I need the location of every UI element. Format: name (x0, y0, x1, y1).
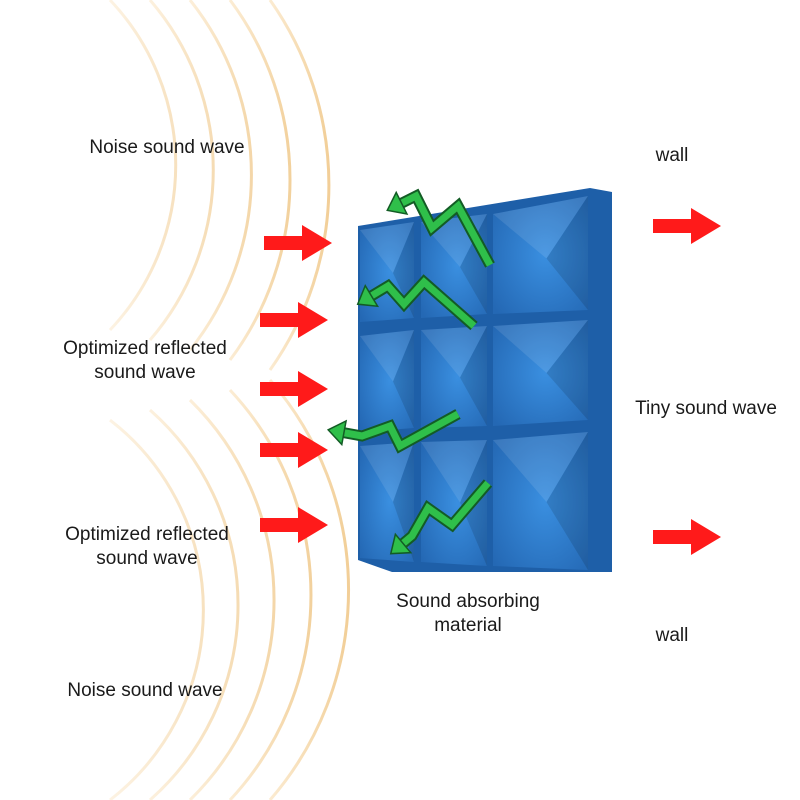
incoming-arrow-icon (260, 371, 328, 407)
foam-panel (358, 188, 612, 572)
label-tiny-sound-wave: Tiny sound wave (635, 398, 777, 419)
foam-cell (421, 326, 487, 428)
incoming-arrow-icon (264, 225, 332, 261)
incoming-arrow-icon (260, 432, 328, 468)
label-noise-sound-wave-bottom: Noise sound wave (67, 680, 223, 701)
reflected-zigzag-arrow-icon (326, 409, 461, 454)
label-optimized-reflected-2: Optimized reflected sound wave (65, 524, 229, 569)
foam-cell (493, 196, 588, 314)
incoming-arrow-icon (260, 507, 328, 543)
label-optimized-reflected-1: Optimized reflected sound wave (63, 338, 227, 383)
reflected-zigzag-arrow-icon (356, 274, 478, 331)
incoming-arrow-icon (260, 302, 328, 338)
label-wall-top: wall (655, 145, 689, 166)
label-sound-absorbing-material: Sound absorbing material (396, 591, 540, 636)
reflected-zigzag-arrow-icon (389, 479, 493, 555)
reflected-zigzag-arrow-icon (386, 188, 495, 268)
foam-cell (493, 432, 588, 570)
noise-wave-arcs-top (108, 0, 331, 371)
foam-cell (360, 330, 414, 432)
foam-cell (493, 320, 588, 426)
noise-wave-arcs-bottom (109, 379, 350, 800)
transmitted-arrow-icon (653, 519, 721, 555)
label-noise-sound-wave-top: Noise sound wave (89, 137, 245, 158)
label-wall-bottom: wall (655, 625, 689, 646)
transmitted-arrow-icon (653, 208, 721, 244)
